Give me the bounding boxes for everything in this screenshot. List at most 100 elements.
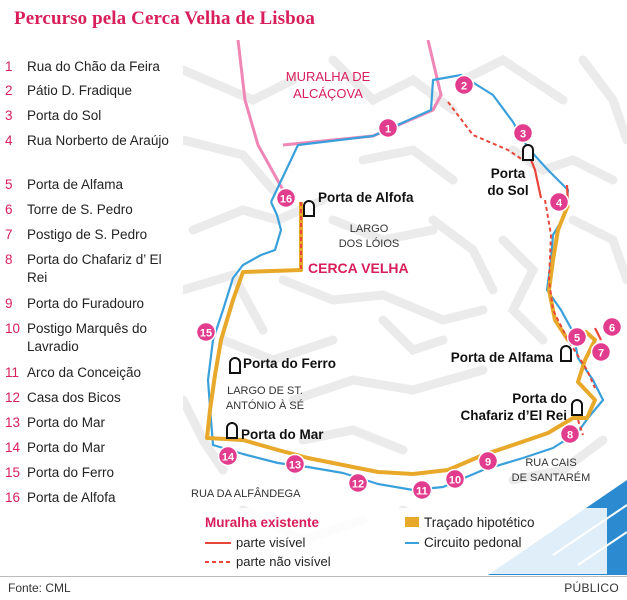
route-marker-number: 6	[609, 323, 615, 335]
route-marker-circle	[477, 450, 499, 472]
legend-item-label: Porta do Furadouro	[27, 296, 145, 311]
legend-item-label: Rua do Chão da Feira	[27, 59, 160, 74]
legend-tracado-hipotetico: Traçado hipotético	[424, 515, 535, 530]
legend-item-number: 9	[5, 296, 13, 311]
legend-item-number: 16	[5, 490, 21, 505]
gate-icon-alfama	[560, 345, 572, 362]
legend-item-number: 4	[5, 133, 13, 148]
legend-item-label: Pátio D. Fradique	[27, 83, 133, 98]
legend-item-number: 8	[5, 252, 13, 267]
legend-item-label: Rua Norberto de Araújo	[27, 133, 169, 148]
route-marker-number: 12	[352, 479, 364, 491]
gate-icon-mar	[226, 422, 238, 439]
rua-cais-label-2: DE SANTARÉM	[512, 471, 591, 484]
route-marker-number: 15	[200, 328, 212, 340]
gate-label-alfofa: Porta de Alfofa	[318, 190, 414, 205]
gate-label-mar: Porta do Mar	[241, 427, 324, 442]
legend-list-item: 14 Porta do Mar	[0, 439, 182, 457]
route-marker-number: 13	[289, 460, 301, 472]
route-marker-number: 14	[222, 452, 235, 464]
route-marker-number: 4	[556, 198, 563, 210]
route-marker-circle	[411, 479, 433, 501]
route-marker-circle	[347, 472, 369, 494]
gate-icon-ferro	[229, 357, 241, 374]
area-labels: MURALHA DE ALCÁÇOVA CERCA VELHA LARGO DO…	[191, 69, 590, 500]
legend-item-number: 5	[5, 177, 13, 192]
legend-item-number: 13	[5, 415, 21, 430]
gate-label-sol-2: do Sol	[487, 183, 528, 198]
legend-list-item: 5 Porta de Alfama	[0, 176, 182, 194]
legend-item-number: 1	[5, 59, 13, 74]
route-marker-circle	[590, 341, 612, 363]
legend-item-number: 14	[5, 440, 21, 455]
legend-parte-nao-visivel: parte não visível	[236, 554, 331, 569]
legend-item-label: Arco da Conceição	[27, 365, 142, 380]
route-marker-number: 1	[385, 124, 391, 136]
legend-list-item: 10 Postigo Marquês do Lavradio	[0, 320, 182, 356]
route-marker-number: 8	[567, 430, 573, 442]
largo-loios-label-2: DOS LÓIOS	[339, 237, 400, 250]
rua-alfandega-label: RUA DA ALFÂNDEGA	[191, 487, 301, 500]
route-marker-circle	[284, 453, 306, 475]
legend-list-item: 4 Rua Norberto de Araújo	[0, 132, 182, 168]
legend-item-number: 12	[5, 390, 21, 405]
alcacova-label-2: ALCÁÇOVA	[293, 86, 363, 101]
legend-item-label: Porta do Ferro	[27, 465, 115, 480]
route-marker-number: 2	[461, 81, 467, 93]
legend-list-item: 12 Casa dos Bicos	[0, 389, 182, 407]
legend-swatch-hypothetical	[405, 517, 419, 527]
gate-label-alfama: Porta de Alfama	[451, 350, 554, 365]
legend-item-label: Porta de Alfofa	[27, 490, 116, 505]
legend-item-label: Porta de Alfama	[27, 177, 124, 192]
city-map: MURALHA DE ALCÁÇOVA CERCA VELHA LARGO DO…	[183, 40, 627, 575]
route-marker-circle	[548, 191, 570, 213]
legend-item-label: Casa dos Bicos	[27, 390, 121, 405]
largo-antonio-label-2: ANTÓNIO À SÉ	[226, 399, 304, 412]
legend-item-label: Porta do Mar	[27, 415, 106, 430]
legend-item-number: 10	[5, 321, 21, 336]
source-credit: Fonte: CML	[8, 581, 71, 595]
legend-list-item: 1 Rua do Chão da Feira	[0, 58, 182, 76]
legend-list-item: 9 Porta do Furadouro	[0, 295, 182, 313]
route-marker-circle	[444, 468, 466, 490]
legend-list-item: 15 Porta do Ferro	[0, 464, 182, 482]
route-marker-number: 11	[416, 486, 428, 498]
cerca-velha-label: CERCA VELHA	[308, 260, 409, 276]
route-marker-circle	[512, 122, 534, 144]
legend-item-label: Porta do Mar	[27, 440, 106, 455]
legend-item-number: 15	[5, 465, 21, 480]
legend-list-item: 2 Pátio D. Fradique	[0, 82, 182, 100]
route-marker-circle	[453, 74, 475, 96]
gate-icon-sol	[522, 144, 534, 161]
route-marker-number: 9	[485, 457, 491, 469]
legend-list-item: 13 Porta do Mar	[0, 414, 182, 432]
route-marker-circle	[195, 321, 217, 343]
largo-loios-label-1: LARGO	[350, 223, 389, 235]
legend-item-number: 2	[5, 83, 13, 98]
legend-item-label: Torre de S. Pedro	[27, 202, 133, 217]
largo-antonio-label-1: LARGO DE ST.	[227, 385, 303, 397]
map-legend: Muralha existente parte visível parte nã…	[197, 508, 607, 574]
route-marker-circle	[275, 187, 297, 209]
route-marker-circle	[559, 423, 581, 445]
gate-label-sol-1: Porta	[491, 166, 526, 181]
route-marker-circle	[377, 117, 399, 139]
legend-item-label: Postigo Marquês do Lavradio	[27, 321, 148, 354]
gate-label-chafariz-1: Porta do	[512, 391, 567, 406]
route-marker-circle	[217, 445, 239, 467]
route-marker-circle	[566, 326, 588, 348]
legend-item-number: 7	[5, 227, 13, 242]
legend-circuito-pedonal: Circuito pedonal	[424, 535, 522, 550]
gate-icon-chafariz	[571, 399, 583, 416]
route-marker-number: 16	[280, 194, 292, 206]
gate-icons	[226, 144, 583, 439]
gate-icon-alfofa	[303, 200, 315, 217]
route-marker-circle	[601, 316, 623, 338]
route-marker-number: 3	[520, 129, 526, 141]
publisher-credit: PÚBLICO	[564, 581, 619, 595]
